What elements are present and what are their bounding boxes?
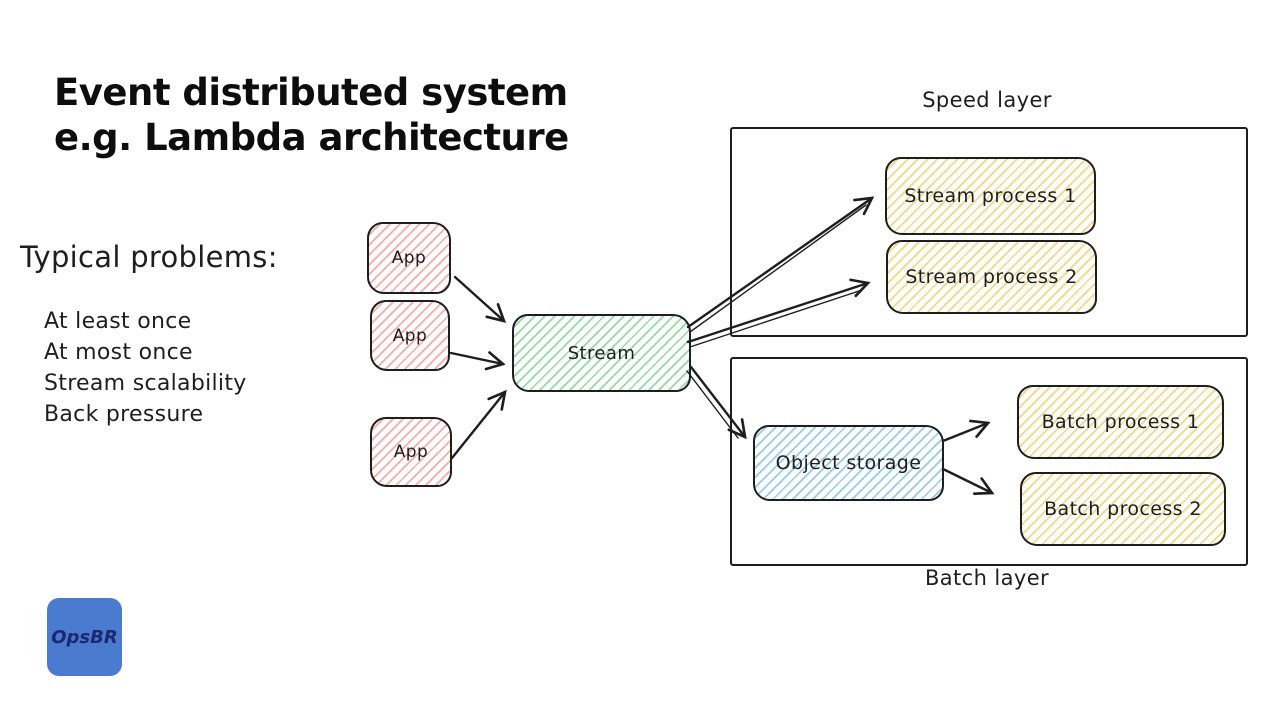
arrow-app1-stream <box>453 275 507 323</box>
page-title: Event distributed system e.g. Lambda arc… <box>54 70 569 160</box>
opsbr-logo-text: OpsBR <box>51 626 118 648</box>
object-storage-label: Object storage <box>775 452 922 474</box>
stream-process-1-node[interactable]: Stream process 1 <box>885 157 1096 235</box>
stream-process-2-label: Stream process 2 <box>905 266 1078 288</box>
batch-layer-container[interactable] <box>730 357 1248 566</box>
stream-node-label: Stream <box>567 342 636 364</box>
problems-heading: Typical problems: <box>20 240 278 274</box>
problem-item: Back pressure <box>44 402 204 427</box>
stream-node[interactable]: Stream <box>512 314 691 392</box>
stream-process-2-node[interactable]: Stream process 2 <box>886 240 1097 314</box>
arrow-app3-stream <box>450 389 507 460</box>
stream-process-1-label: Stream process 1 <box>904 185 1077 207</box>
speed-layer-label: Speed layer <box>922 88 1052 112</box>
page-title-line1: Event distributed system <box>54 71 568 114</box>
problem-item: At least once <box>44 309 192 334</box>
batch-layer-label: Batch layer <box>924 566 1050 590</box>
batch-process-1-node[interactable]: Batch process 1 <box>1017 385 1224 459</box>
page-title-line2: e.g. Lambda architecture <box>54 116 569 159</box>
app-node-2[interactable]: App <box>370 300 450 371</box>
arrow-app2-stream <box>449 351 506 371</box>
app-node-3[interactable]: App <box>370 417 452 487</box>
problems-list: At least once At most once Stream scalab… <box>44 306 247 430</box>
app-node-1[interactable]: App <box>367 222 451 294</box>
app-node-3-label: App <box>393 442 429 462</box>
app-node-2-label: App <box>392 325 428 346</box>
problem-item: Stream scalability <box>44 371 247 396</box>
batch-process-1-label: Batch process 1 <box>1041 411 1200 433</box>
problem-item: At most once <box>44 340 193 365</box>
batch-process-2-label: Batch process 2 <box>1044 498 1202 520</box>
object-storage-node[interactable]: Object storage <box>753 425 944 501</box>
app-node-1-label: App <box>391 248 427 268</box>
batch-process-2-node[interactable]: Batch process 2 <box>1020 472 1226 546</box>
opsbr-logo: OpsBR <box>47 598 122 676</box>
